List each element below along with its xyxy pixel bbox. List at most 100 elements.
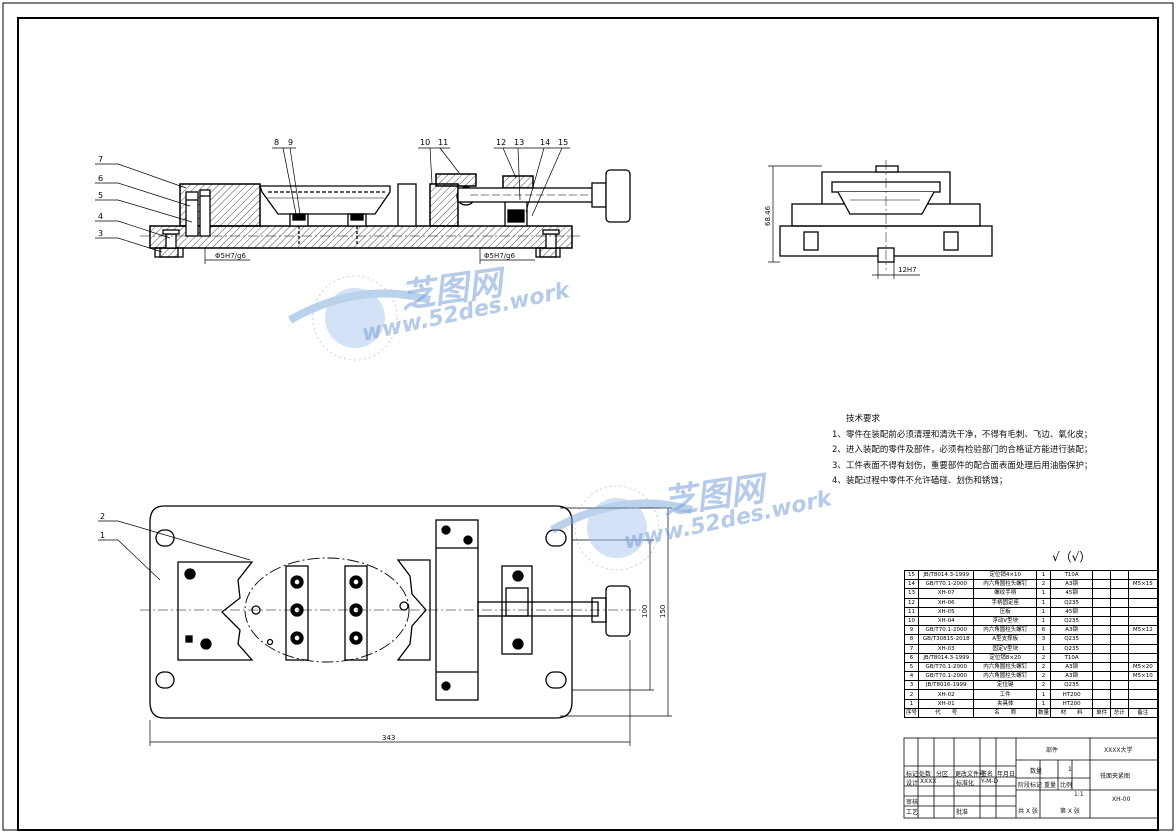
bom-cell: Q235 bbox=[1049, 615, 1094, 627]
front-section-view bbox=[140, 169, 631, 258]
tb-design-name: XXXX bbox=[920, 778, 937, 785]
label-7: 7 bbox=[98, 155, 103, 164]
tb-count: 处数 bbox=[919, 771, 932, 778]
top-part-numbers: 2 1 bbox=[100, 512, 105, 540]
bom-cell: XH-02 bbox=[918, 689, 975, 700]
bom-cell: GB/T30815-2018 bbox=[918, 634, 975, 645]
bom-cell: JB/T8014.3-1999 bbox=[918, 569, 975, 581]
bom-cell: JB/T8014.3-1999 bbox=[918, 652, 975, 663]
bom-cell: 内六角圆柱头螺钉 bbox=[973, 671, 1037, 682]
bom-cell: 手柄固定座 bbox=[973, 597, 1037, 608]
dim-length: 343 bbox=[382, 734, 395, 742]
bom-cell: 4 bbox=[903, 671, 920, 682]
bom-cell bbox=[1092, 643, 1111, 654]
bom-cell: GB/T70.1-2000 bbox=[918, 579, 975, 590]
tb-check: 审核 bbox=[906, 799, 919, 806]
bom-cell bbox=[1092, 615, 1111, 627]
tb-weight: 重量 bbox=[1044, 782, 1057, 789]
front-part-numbers: 7 6 5 4 3 8 9 10 11 12 13 14 15 bbox=[98, 138, 568, 238]
bom-cell bbox=[1127, 689, 1159, 700]
bom-cell: 2 bbox=[1035, 579, 1051, 590]
tb-scale: 比例 bbox=[1060, 782, 1073, 789]
dim-100: 100 bbox=[641, 605, 649, 618]
fit-dimensions bbox=[204, 248, 535, 264]
bom-cell bbox=[1092, 588, 1111, 599]
tb-sheet-no: 第 X 张 bbox=[1060, 808, 1080, 815]
label-13: 13 bbox=[514, 138, 524, 147]
bom-cell: JB/T8016-1999 bbox=[918, 680, 975, 691]
bom-cell bbox=[1092, 606, 1111, 617]
label-6: 6 bbox=[98, 174, 103, 183]
bom-cell bbox=[1092, 689, 1111, 700]
bom-cell: Q235 bbox=[1049, 643, 1094, 654]
bom-cell: A3钢 bbox=[1049, 625, 1094, 636]
title-block-grid bbox=[903, 737, 1159, 819]
technical-requirements: 技术要求 1、零件在装配前必须清理和清洗干净，不得有毛刺、飞边、氧化皮； 2、进… bbox=[832, 412, 1162, 490]
bom-cell bbox=[1109, 634, 1129, 645]
bom-cell: 1 bbox=[1035, 689, 1051, 700]
label-12: 12 bbox=[496, 138, 506, 147]
top-view bbox=[140, 505, 640, 719]
bom-cell: 6 bbox=[1035, 625, 1051, 636]
label-8: 8 bbox=[274, 138, 279, 147]
tb-approve: 批准 bbox=[956, 809, 969, 816]
tb-drawing-name: 铣面夹紧图 bbox=[1100, 773, 1131, 780]
side-view-dims bbox=[768, 165, 920, 279]
bom-cell: 1 bbox=[1035, 698, 1051, 709]
bom-cell: HT200 bbox=[1049, 698, 1094, 709]
label-2: 2 bbox=[100, 512, 105, 521]
bom-cell: HT200 bbox=[1049, 689, 1094, 700]
dim-150: 150 bbox=[659, 605, 667, 618]
bom-cell: 工件 bbox=[973, 689, 1037, 700]
bom-cell: M5×15 bbox=[1127, 579, 1159, 590]
bom-h-no: 序号 bbox=[903, 707, 920, 719]
bom-cell bbox=[1092, 661, 1111, 673]
top-view-dims bbox=[98, 507, 672, 746]
dim-height: 68.46 bbox=[764, 205, 772, 226]
bom-cell bbox=[1127, 597, 1159, 608]
bom-cell: 8 bbox=[903, 634, 920, 645]
bom-cell bbox=[1127, 569, 1159, 581]
bom-cell: GB/T70.1-2000 bbox=[918, 671, 975, 682]
bom-cell: 10 bbox=[903, 615, 920, 627]
bom-cell: XH-06 bbox=[918, 597, 975, 608]
bom-cell: 9 bbox=[903, 625, 920, 636]
bom-cell: M5×20 bbox=[1127, 661, 1159, 673]
tb-process: 工艺 bbox=[906, 809, 919, 816]
watermark-globe-2 bbox=[550, 485, 694, 571]
bom-cell: 压板 bbox=[973, 606, 1037, 617]
label-4: 4 bbox=[98, 212, 103, 221]
bom-cell: 内六角圆柱头螺钉 bbox=[973, 579, 1037, 590]
bom-cell bbox=[1092, 698, 1111, 709]
bom-cell: 夹具体 bbox=[973, 698, 1037, 709]
bom-cell: T10A bbox=[1049, 652, 1094, 663]
bom-cell bbox=[1127, 698, 1159, 709]
bom-cell bbox=[1092, 671, 1111, 682]
label-10: 10 bbox=[420, 138, 430, 147]
bom-cell: 定位销8×20 bbox=[973, 652, 1037, 663]
title-block: 标记 处数 分区 更改文件号 签名 年月日 设计 XXXX 标准化 Y-M-D … bbox=[904, 738, 1158, 818]
bom-cell: XH-01 bbox=[918, 698, 975, 709]
bom-cell: 定位销4×10 bbox=[973, 569, 1037, 581]
bom-h-remark: 备注 bbox=[1127, 707, 1159, 719]
tech-item-2: 2、进入装配的零件及部件，必须有检验部门的合格证方能进行装配； bbox=[832, 445, 1093, 455]
bom-cell: 15 bbox=[903, 569, 920, 581]
bom-cell bbox=[1109, 698, 1129, 709]
roughness-symbol: √（√） bbox=[1052, 550, 1092, 564]
label-1: 1 bbox=[100, 531, 105, 540]
dim-slot: 12H7 bbox=[898, 266, 917, 274]
bom-cell bbox=[1109, 661, 1129, 673]
bom-cell bbox=[1109, 689, 1129, 700]
bom-cell bbox=[1109, 597, 1129, 608]
bom-cell bbox=[1092, 579, 1111, 590]
label-15: 15 bbox=[558, 138, 568, 147]
